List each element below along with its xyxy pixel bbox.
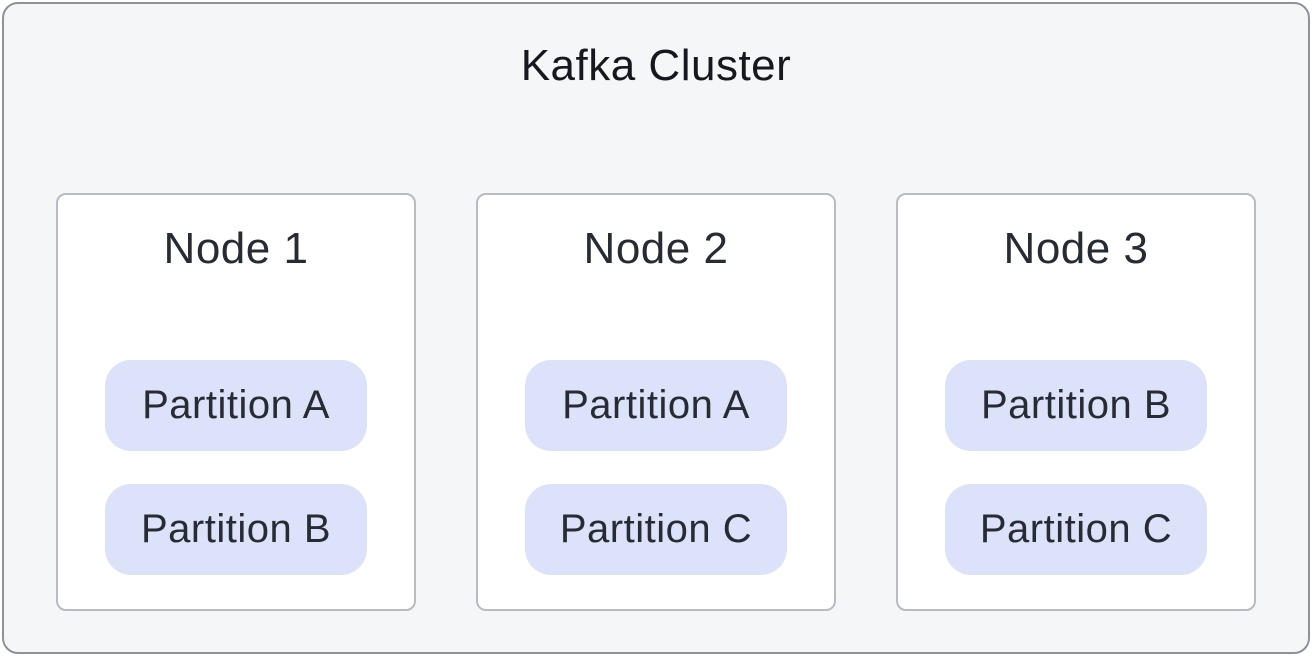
partition-badge: Partition A	[105, 359, 367, 451]
node-2-partitions: Partition A Partition C	[525, 359, 787, 575]
node-3-title: Node 3	[1003, 223, 1149, 273]
partition-badge: Partition B	[105, 483, 367, 575]
node-card-3: Node 3 Partition B Partition C	[896, 192, 1256, 611]
node-1-title: Node 1	[163, 223, 309, 273]
node-card-2: Node 2 Partition A Partition C	[476, 192, 836, 611]
node-card-1: Node 1 Partition A Partition B	[56, 192, 416, 611]
cluster-title: Kafka Cluster	[520, 41, 792, 90]
partition-badge: Partition C	[945, 483, 1207, 575]
node-3-partitions: Partition B Partition C	[945, 359, 1207, 575]
node-2-title: Node 2	[583, 223, 729, 273]
partition-badge: Partition B	[945, 359, 1207, 451]
partition-badge: Partition A	[525, 359, 787, 451]
nodes-row: Node 1 Partition A Partition B Node 2 Pa…	[4, 192, 1308, 611]
partition-badge: Partition C	[525, 483, 787, 575]
node-1-partitions: Partition A Partition B	[105, 359, 367, 575]
